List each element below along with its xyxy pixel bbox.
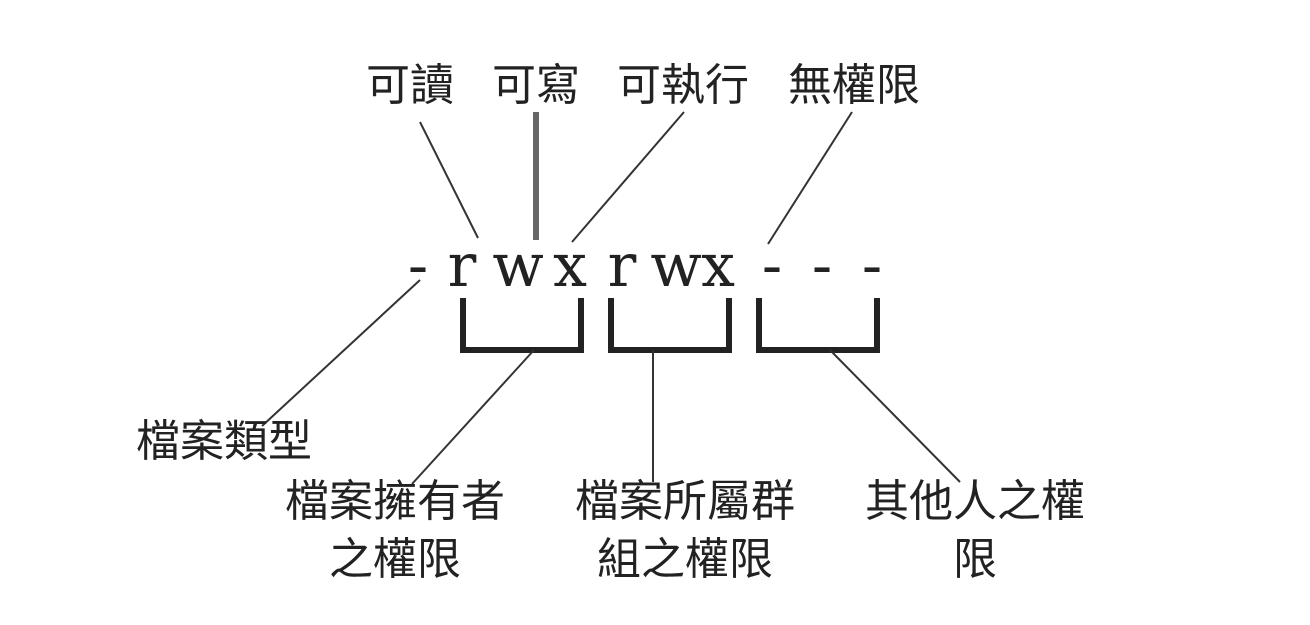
permission-char-0: - <box>407 231 429 301</box>
none-label: 無權限 <box>788 60 920 111</box>
others-label-line1: 其他人之權 <box>865 476 1085 527</box>
others-bracket <box>756 298 880 353</box>
file-type-label: 檔案類型 <box>136 416 312 467</box>
file-type-connector <box>261 279 421 427</box>
permission-char-5: w <box>650 231 702 301</box>
execute-label: 可執行 <box>617 60 749 111</box>
permission-char-7: - <box>761 231 783 301</box>
group-label-line2: 組之權限 <box>597 534 773 585</box>
permission-char-3: x <box>553 231 587 301</box>
execute-connector <box>571 111 685 243</box>
others-connector <box>829 349 961 483</box>
owner-label-line1: 檔案擁有者 <box>285 476 505 527</box>
read-label: 可讀 <box>366 60 454 111</box>
permission-char-4: r <box>607 231 637 301</box>
none-connector <box>767 111 853 245</box>
owner-label-line2: 之權限 <box>329 534 461 585</box>
permission-char-1: r <box>447 231 477 301</box>
read-connector <box>419 121 479 239</box>
permission-char-9: - <box>861 231 883 301</box>
owner-bracket <box>460 298 584 353</box>
write-label: 可寫 <box>492 60 580 111</box>
others-label-line2: 限 <box>953 534 997 585</box>
owner-connector <box>411 349 535 485</box>
group-bracket <box>608 298 732 353</box>
permission-char-2: w <box>492 231 544 301</box>
permission-char-8: - <box>811 231 833 301</box>
group-label-line1: 檔案所屬群 <box>575 476 795 527</box>
permission-char-6: x <box>701 231 735 301</box>
